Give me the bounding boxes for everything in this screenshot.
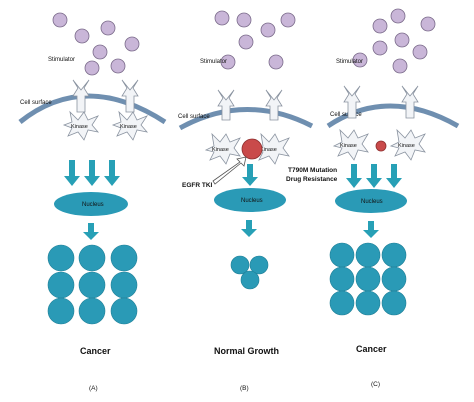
stimulator-label-b: Stimulator [200, 59, 227, 65]
receptor-c-right: Kinase [389, 85, 426, 161]
cell-surface-label-a: Cell surface [20, 100, 52, 106]
nucleus-a [54, 192, 128, 216]
stimulator-molecules-a [52, 12, 140, 76]
panel-c: Stimulator Cell surface Kinase Kinase T7… [286, 8, 460, 388]
receptor-b-right: Kinase [253, 89, 290, 165]
signal-arrows-c [346, 164, 402, 188]
cell-surface-label-c: Cell surface [330, 112, 362, 118]
inhibitor-label-b: EGFR TKI [182, 182, 213, 189]
receptor-a-right: Kinase [111, 79, 149, 141]
nucleus-arrow-a [83, 223, 99, 240]
kinase-label-b-left: Kinase [212, 147, 229, 153]
stimulator-molecules-c [352, 8, 436, 74]
kinase-label-c-right: Kinase [398, 143, 415, 149]
mutation-label-line1: T790M Mutation [288, 167, 337, 174]
cell-surface-label-b: Cell surface [178, 114, 210, 120]
outcome-label-a: Cancer [80, 346, 111, 356]
panel-label-a: (A) [89, 385, 98, 392]
stimulator-molecules-b [214, 10, 296, 70]
drug-molecule-c [375, 140, 387, 152]
nucleus-arrow-c [363, 221, 379, 238]
kinase-label-b-right: Kinase [260, 147, 277, 153]
cell-cluster-b [230, 255, 269, 290]
nucleus-label-b: Nucleus [241, 198, 263, 204]
kinase-label-a-right: Kinase [120, 124, 137, 130]
nucleus-c [335, 189, 407, 213]
drug-molecule-b [241, 138, 263, 160]
cell-cluster-c [329, 242, 407, 316]
kinase-label-c-left: Kinase [340, 143, 357, 149]
nucleus-label-c: Nucleus [361, 199, 383, 205]
cell-membrane-c [326, 103, 460, 129]
outcome-label-c: Cancer [356, 344, 387, 354]
outcome-label-b: Normal Growth [214, 346, 279, 356]
stimulator-label-c: Stimulator [336, 59, 363, 65]
nucleus-b [214, 188, 286, 212]
panel-label-b: (B) [240, 385, 249, 392]
nucleus-arrow-b [241, 220, 257, 237]
receptor-a-left: Kinase [62, 79, 100, 141]
cell-membrane-b [178, 107, 314, 131]
panel-b: Stimulator Cell surface Kinase Kinase EG… [178, 10, 314, 392]
nucleus-label-a: Nucleus [82, 202, 104, 208]
egfr-tki-arrow [212, 156, 247, 185]
receptor-b-left: Kinase [204, 89, 241, 165]
signal-arrows-a [64, 160, 120, 186]
cell-cluster-a [47, 244, 138, 325]
receptor-c-left: Kinase [332, 85, 369, 161]
signal-arrow-b [242, 164, 258, 186]
panel-label-c: (C) [371, 381, 380, 388]
stimulator-label-a: Stimulator [48, 57, 75, 63]
kinase-label-a-left: Kinase [71, 124, 88, 130]
mutation-label-line2: Drug Resistance [286, 176, 338, 183]
panel-a: Stimulator Cell surface Kinase Kinase Nu… [18, 12, 167, 392]
